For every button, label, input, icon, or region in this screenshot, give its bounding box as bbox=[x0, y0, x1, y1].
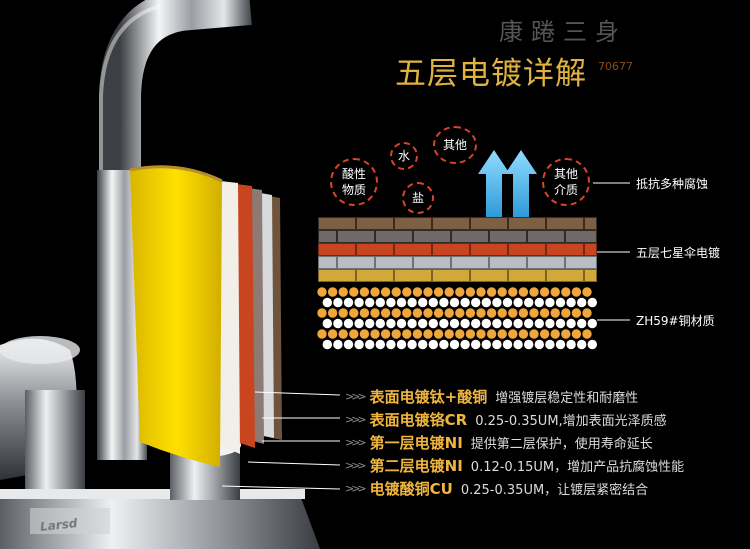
resist-arrows bbox=[478, 150, 537, 217]
bubble-acid: 酸性物质 bbox=[330, 158, 378, 206]
legend-title: 电镀酸铜CU bbox=[369, 479, 453, 498]
legend-row: >>> 电镀酸铜CU 0.25-0.35UM，让镀层紧密结合 bbox=[345, 478, 648, 498]
legend-row: >>> 表面电镀铬CR 0.25-0.35UM,增加表面光泽质感 bbox=[345, 409, 667, 429]
copper-dot-matrix bbox=[317, 287, 597, 350]
legend-row: >>> 第一层电镀NI 提供第二层保护，使用寿命延长 bbox=[345, 432, 653, 452]
arrow-icon: >>> bbox=[345, 458, 367, 472]
legend-title: 第一层电镀NI bbox=[369, 433, 463, 452]
bubble-other: 其他 bbox=[433, 126, 477, 164]
watermark-number: 70677 bbox=[598, 60, 633, 73]
bubble-water: 水 bbox=[390, 142, 418, 170]
arrow-icon: >>> bbox=[345, 389, 367, 403]
watermark: 康踡三身 bbox=[499, 18, 627, 46]
legend-desc: 0.12-0.15UM，增加产品抗腐蚀性能 bbox=[470, 459, 685, 475]
legend-desc: 0.25-0.35UM，让镀层紧密结合 bbox=[460, 482, 649, 498]
legend-row: >>> 表面电镀钛+酸铜 增强镀层稳定性和耐磨性 bbox=[345, 386, 638, 406]
arrow-icon: >>> bbox=[345, 435, 367, 449]
label-material: ZH59#铜材质 bbox=[636, 314, 715, 328]
bubble-other-medium: 其他介质 bbox=[542, 158, 590, 206]
arrow-icon: >>> bbox=[345, 481, 367, 495]
legend-desc: 0.25-0.35UM,增加表面光泽质感 bbox=[475, 413, 667, 429]
plating-layers bbox=[129, 165, 282, 467]
page-title: 五层电镀详解 bbox=[395, 56, 587, 92]
faucet-spout bbox=[99, 0, 252, 190]
legend-desc: 增强镀层稳定性和耐磨性 bbox=[495, 390, 639, 406]
arrow-icon: >>> bbox=[345, 412, 367, 426]
bubble-salt: 盐 bbox=[402, 182, 434, 214]
legend-title: 第二层电镀NI bbox=[369, 456, 463, 475]
legend-title: 表面电镀铬CR bbox=[369, 410, 468, 429]
brick-wall-layers bbox=[318, 217, 597, 282]
legend-row: >>> 第二层电镀NI 0.12-0.15UM，增加产品抗腐蚀性能 bbox=[345, 455, 684, 475]
label-corrosion: 抵抗多种腐蚀 bbox=[636, 177, 709, 191]
label-plating: 五层七星伞电镀 bbox=[636, 246, 721, 260]
legend-desc: 提供第二层保护，使用寿命延长 bbox=[470, 436, 653, 452]
legend-title: 表面电镀钛+酸铜 bbox=[369, 387, 488, 406]
